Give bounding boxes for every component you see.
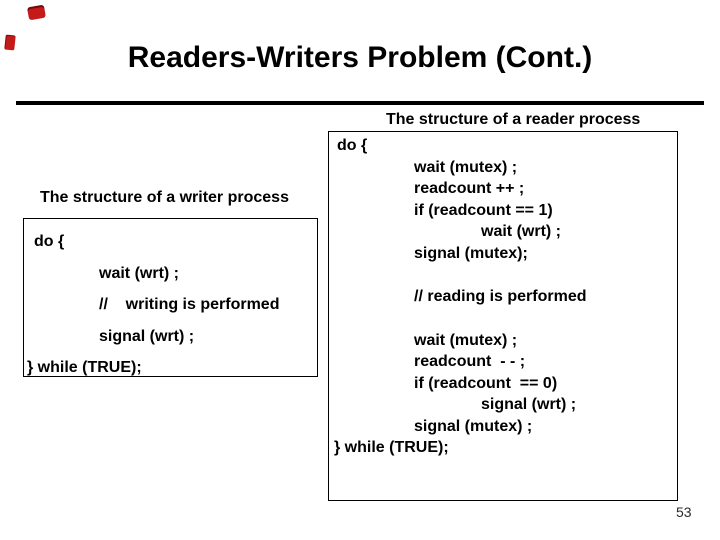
reader-code-box: do { wait (mutex) ; readcount ++ ; if (r… xyxy=(328,131,678,501)
reader-code-line: wait (mutex) ; xyxy=(414,158,518,176)
page-title: Readers-Writers Problem (Cont.) xyxy=(127,41,593,74)
writer-process-heading: The structure of a writer process xyxy=(40,189,289,206)
reader-code-line: signal (mutex) ; xyxy=(414,417,533,435)
writer-code-line: do { xyxy=(34,233,65,250)
red-artifact-icon xyxy=(27,4,46,21)
reader-code-line: signal (mutex); xyxy=(414,244,528,262)
page-number: 53 xyxy=(676,504,692,520)
reader-code-line: readcount - - ; xyxy=(414,353,526,370)
reader-process-heading: The structure of a reader process xyxy=(386,111,641,128)
writer-code-comment: // writing is performed xyxy=(99,296,280,313)
writer-code-line: signal (wrt) ; xyxy=(99,327,195,345)
writer-code-box: do { wait (wrt) ; // writing is performe… xyxy=(23,218,318,377)
reader-code-line: readcount ++ ; xyxy=(414,180,525,197)
reader-code-comment: // reading is performed xyxy=(414,288,587,305)
reader-code-line: wait (mutex) ; xyxy=(414,331,518,349)
reader-code-line: wait (wrt) ; xyxy=(481,223,561,240)
reader-code-line: signal (wrt) ; xyxy=(481,396,577,413)
title-divider xyxy=(16,101,704,105)
writer-code-line: wait (wrt) ; xyxy=(99,264,179,282)
reader-code-line: } while (TRUE); xyxy=(334,439,449,456)
reader-code-line: do { xyxy=(337,137,368,154)
reader-code-line: if (readcount == 1) xyxy=(414,201,553,219)
reader-code-line: if (readcount == 0) xyxy=(414,374,558,392)
writer-code-line: } while (TRUE); xyxy=(27,359,142,376)
